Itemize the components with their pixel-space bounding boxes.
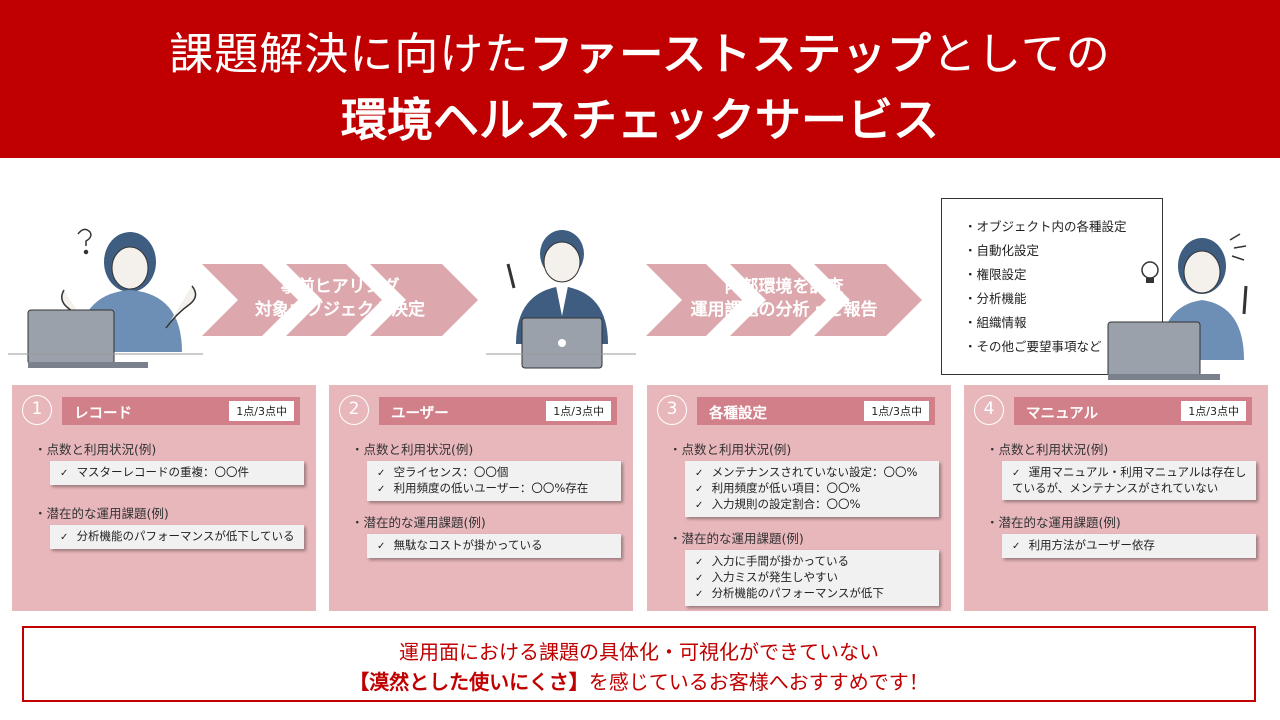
chevron-arrows-icon bbox=[646, 264, 922, 336]
score-badge: 1点/3点中 bbox=[229, 401, 294, 421]
card-title: ユーザー 1点/3点中 bbox=[379, 397, 617, 425]
report-item: その他ご要望事項など bbox=[964, 335, 1162, 359]
score-badge: 1点/3点中 bbox=[864, 401, 929, 421]
card-number: 2 bbox=[339, 395, 369, 425]
score-badge: 1点/3点中 bbox=[1181, 401, 1246, 421]
usage-section-label: 点数と利用状況(例) bbox=[351, 439, 474, 458]
flow-step-analysis-line1: 内部環境を調査 bbox=[724, 277, 844, 297]
usage-section-label: 点数と利用状況(例) bbox=[669, 439, 792, 458]
score-badge: 1点/3点中 bbox=[546, 401, 611, 421]
check-item: 利用方法がユーザー依存 bbox=[1012, 538, 1250, 554]
message-rest: を感じているお客様へおすすめです！ bbox=[588, 670, 929, 694]
header-title-pre: 課題解決に向けた bbox=[169, 29, 530, 80]
flow-step-hearing-label: 事前ヒアリング 対象オブジェクト決定 bbox=[202, 276, 478, 322]
header-title-line1: 課題解決に向けたファーストステップとしての bbox=[0, 18, 1280, 82]
check-item: 分析機能のパフォーマンスが低下している bbox=[60, 529, 298, 545]
card-title: レコード 1点/3点中 bbox=[62, 397, 300, 425]
check-item: メンテナンスされていない設定：〇〇% bbox=[695, 465, 933, 481]
message-line1: 運用面における課題の具体化・可視化ができていない bbox=[399, 640, 879, 664]
issue-check-box: 入力に手間が掛かっている 入力ミスが発生しやすい 分析機能のパフォーマンスが低下 bbox=[685, 550, 939, 606]
check-item: 無駄なコストが掛かっている bbox=[377, 538, 615, 554]
check-item: 分析機能のパフォーマンスが低下 bbox=[695, 586, 933, 602]
check-item: 入力に手間が掛かっている bbox=[695, 554, 933, 570]
message-line2: 【漠然とした使いにくさ】を感じているお客様へおすすめです！ bbox=[24, 666, 1254, 695]
card-manual: 4 マニュアル 1点/3点中 点数と利用状況(例) 運用マニュアル・利用マニュア… bbox=[964, 385, 1268, 611]
report-item: 権限設定 bbox=[964, 263, 1162, 287]
flow-step-analysis-line2: 運用課題の分析・ご報告 bbox=[690, 300, 878, 320]
report-item: 自動化設定 bbox=[964, 239, 1162, 263]
lightbulb-icon bbox=[1141, 261, 1159, 283]
check-item: 運用マニュアル・利用マニュアルは存在しているが、メンテナンスがされていない bbox=[1012, 465, 1250, 496]
issue-section-label: 潜在的な運用課題(例) bbox=[351, 512, 486, 531]
check-item: 入力規則の設定割合：〇〇% bbox=[695, 497, 933, 513]
target-customer-message: 運用面における課題の具体化・可視化ができていない 【漠然とした使いにくさ】を感じ… bbox=[22, 626, 1256, 702]
card-record: 1 レコード 1点/3点中 点数と利用状況(例) マスターレコードの重複：〇〇件… bbox=[12, 385, 316, 611]
card-title-text: 各種設定 bbox=[709, 406, 767, 422]
card-number: 3 bbox=[657, 395, 687, 425]
report-item: 組織情報 bbox=[964, 311, 1162, 335]
report-item: 分析機能 bbox=[964, 287, 1162, 311]
check-item: 入力ミスが発生しやすい bbox=[695, 570, 933, 586]
flow-step-analysis-label: 内部環境を調査 運用課題の分析・ご報告 bbox=[646, 276, 922, 322]
card-title-text: マニュアル bbox=[1026, 406, 1099, 422]
flow-arrow-analysis: 内部環境を調査 運用課題の分析・ご報告 bbox=[646, 264, 922, 336]
usage-section-label: 点数と利用状況(例) bbox=[34, 439, 157, 458]
card-number: 4 bbox=[974, 395, 1004, 425]
issue-check-box: 利用方法がユーザー依存 bbox=[1002, 534, 1256, 558]
card-user: 2 ユーザー 1点/3点中 点数と利用状況(例) 空ライセンス：〇〇個 利用頻度… bbox=[329, 385, 633, 611]
issue-check-box: 分析機能のパフォーマンスが低下している bbox=[50, 525, 304, 549]
card-title-text: ユーザー bbox=[391, 406, 449, 422]
header-title-bold: ファーストステップ bbox=[529, 29, 933, 80]
report-items-list: オブジェクト内の各種設定自動化設定権限設定分析機能組織情報その他ご要望事項など bbox=[964, 215, 1162, 359]
usage-check-box: 運用マニュアル・利用マニュアルは存在しているが、メンテナンスがされていない bbox=[1002, 461, 1256, 500]
check-item: マスターレコードの重複：〇〇件 bbox=[60, 465, 298, 481]
usage-check-box: メンテナンスされていない設定：〇〇% 利用頻度が低い項目：〇〇% 入力規則の設定… bbox=[685, 461, 939, 517]
card-title: 各種設定 1点/3点中 bbox=[697, 397, 935, 425]
card-settings: 3 各種設定 1点/3点中 点数と利用状況(例) メンテナンスされていない設定：… bbox=[647, 385, 951, 611]
check-item: 空ライセンス：〇〇個 bbox=[377, 465, 615, 481]
satisfied-customer-illustration bbox=[1107, 233, 1248, 380]
flow-step-hearing-line1: 事前ヒアリング bbox=[280, 277, 400, 297]
usage-check-box: マスターレコードの重複：〇〇件 bbox=[50, 461, 304, 485]
card-title-text: レコード bbox=[74, 406, 132, 422]
flow-arrow-hearing: 事前ヒアリング 対象オブジェクト決定 bbox=[202, 264, 478, 336]
flow-step-hearing-line2: 対象オブジェクト決定 bbox=[255, 300, 425, 320]
chevron-arrows-icon bbox=[202, 264, 478, 336]
issue-check-box: 無駄なコストが掛かっている bbox=[367, 534, 621, 558]
usage-check-box: 空ライセンス：〇〇個 利用頻度の低いユーザー：〇〇%存在 bbox=[367, 461, 621, 501]
issue-section-label: 潜在的な運用課題(例) bbox=[34, 503, 169, 522]
header-title-post: としての bbox=[932, 29, 1111, 80]
usage-section-label: 点数と利用状況(例) bbox=[986, 439, 1109, 458]
issue-section-label: 潜在的な運用課題(例) bbox=[986, 512, 1121, 531]
check-item: 利用頻度が低い項目：〇〇% bbox=[695, 481, 933, 497]
question-mark-icon bbox=[77, 228, 92, 255]
message-emphasis: 【漠然とした使いにくさ】 bbox=[349, 670, 589, 694]
worried-customer-illustration bbox=[8, 228, 203, 368]
header-banner: 課題解決に向けたファーストステップとしての 環境ヘルスチェックサービス bbox=[0, 0, 1280, 158]
card-title: マニュアル 1点/3点中 bbox=[1014, 397, 1252, 425]
sparkle-lines-icon bbox=[1229, 233, 1247, 261]
header-title-line2: 環境ヘルスチェックサービス bbox=[341, 93, 939, 147]
check-item: 利用頻度の低いユーザー：〇〇%存在 bbox=[377, 481, 615, 497]
report-items-box: オブジェクト内の各種設定自動化設定権限設定分析機能組織情報その他ご要望事項など bbox=[941, 198, 1163, 375]
report-item: オブジェクト内の各種設定 bbox=[964, 215, 1162, 239]
card-number: 1 bbox=[22, 395, 52, 425]
issue-section-label: 潜在的な運用課題(例) bbox=[669, 528, 804, 547]
consultant-illustration bbox=[486, 230, 636, 369]
